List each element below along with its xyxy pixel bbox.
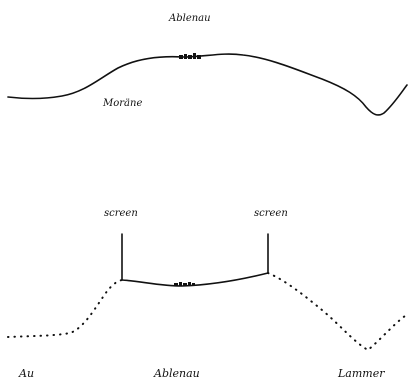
dotted-terrain-left	[8, 280, 122, 337]
terrain-label-moraine: Moräne	[102, 98, 142, 109]
top-village-mark	[179, 53, 201, 59]
place-label-lammer: Lammer	[337, 367, 385, 380]
screen-label-left: screen	[104, 208, 138, 219]
bottom-sketch: screen screen Au Ablenau Lammer	[8, 208, 405, 380]
place-label-ablenau: Ablenau	[153, 367, 200, 380]
top-sketch: Ablenau Moräne	[8, 13, 407, 115]
screen-label-right: screen	[254, 208, 288, 219]
place-label-au: Au	[18, 367, 34, 380]
dotted-terrain-right	[268, 273, 405, 350]
top-terrain-line	[8, 54, 407, 115]
top-title: Ablenau	[168, 13, 211, 24]
